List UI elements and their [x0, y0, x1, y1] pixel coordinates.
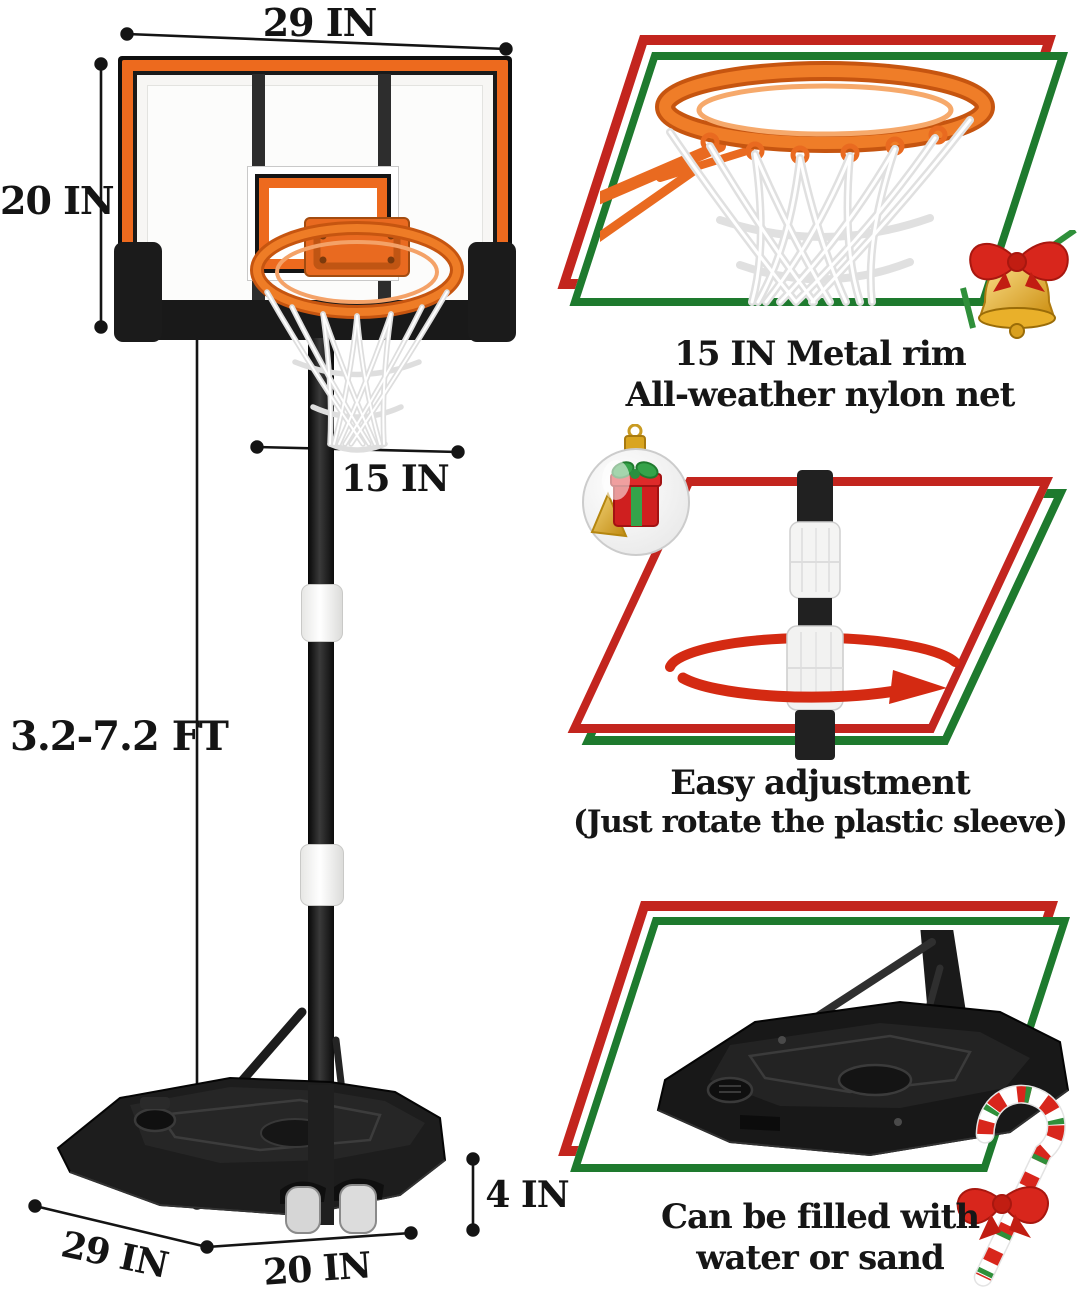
dimension-rim: 15 IN — [341, 458, 449, 500]
feature-rim-line2: All-weather nylon net — [625, 375, 1016, 416]
pole-mid-segment — [798, 598, 832, 628]
feature-base-line2: water or sand — [696, 1238, 944, 1279]
christmas-ornament-icon — [582, 424, 690, 556]
rotate-arrow-front — [677, 670, 947, 704]
feature-caption-rim: 15 IN Metal rim All-weather nylon net — [558, 334, 1082, 417]
sleeve-bottom — [786, 625, 844, 711]
dimension-base-length: 20 IN — [261, 1244, 373, 1293]
rim-hoop — [250, 221, 464, 319]
feature-caption-adjust: Easy adjustment (Just rotate the plastic… — [558, 763, 1082, 842]
corner-bracket-right — [468, 242, 516, 342]
net — [264, 289, 450, 453]
feature-rim-line1: 15 IN Metal rim — [674, 334, 967, 374]
feature-rim-photo — [600, 61, 995, 306]
pole-bottom-segment — [795, 710, 835, 760]
base-tank — [656, 1000, 1070, 1157]
base — [56, 1007, 447, 1234]
pole-sleeve-lower — [300, 844, 344, 906]
feature-base-line1: Can be filled with — [660, 1197, 980, 1237]
feature-adjust-line2: (Just rotate the plastic sleeve) — [573, 804, 1068, 841]
dimension-base-height: 4 IN — [485, 1174, 569, 1216]
big-net — [666, 116, 974, 306]
candy-cane-bow — [956, 1186, 1049, 1240]
dimension-backboard-height: 20 IN — [0, 178, 115, 223]
pole-top-segment — [797, 470, 833, 528]
wheels — [280, 1178, 384, 1234]
rim-arm — [600, 140, 754, 242]
candy-cane-icon — [956, 1084, 1066, 1287]
sleeve-top — [789, 521, 841, 599]
feature-caption-base: Can be filled with water or sand — [558, 1197, 1082, 1280]
pole — [308, 338, 334, 1100]
dimension-backboard-width: 29 IN — [262, 0, 378, 45]
dimension-height-range: 3.2-7.2 FT — [10, 713, 229, 760]
corner-bracket-left — [114, 242, 162, 342]
feature-adjust-photo — [665, 470, 960, 760]
rim-and-net — [250, 217, 464, 453]
christmas-bell-icon — [960, 230, 1077, 339]
pole-sleeve-upper — [301, 584, 343, 642]
feature-adjust-line1: Easy adjustment — [670, 763, 970, 803]
base-body — [56, 1076, 447, 1217]
feature-base-photo — [656, 930, 1070, 1157]
